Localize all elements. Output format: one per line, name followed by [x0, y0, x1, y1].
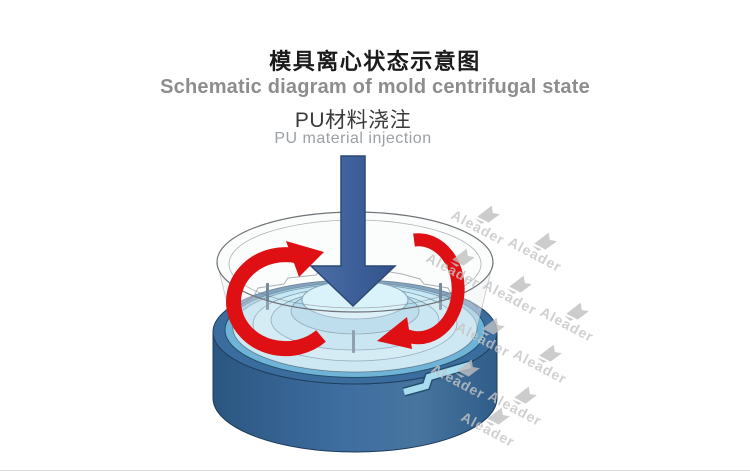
rotation-arrow-left-icon: [226, 241, 326, 357]
aleader-logo-icon: [449, 248, 475, 267]
injection-label-en: PU material injection: [274, 130, 432, 147]
aleader-logo-icon: [563, 302, 589, 321]
svg-text:Aleader: Aleader: [506, 234, 565, 276]
watermark: Aleader: [506, 232, 565, 276]
rotation-arrow-right-icon: [377, 233, 465, 349]
aleader-logo-icon: [511, 386, 537, 405]
injection-label-zh: PU材料浇注: [294, 109, 412, 132]
bottom-divider: [0, 470, 750, 471]
aleader-logo-icon: [506, 275, 532, 294]
watermark: Aleader: [511, 344, 570, 388]
svg-text:Aleader: Aleader: [481, 277, 540, 319]
aleader-logo-icon: [479, 317, 505, 336]
page-title: 模具离心状态示意图: [269, 49, 481, 74]
injection-arrow-icon: [309, 155, 397, 308]
svg-text:Aleader: Aleader: [538, 304, 597, 346]
aleader-logo-icon: [536, 344, 562, 363]
svg-text:Aleader: Aleader: [511, 346, 570, 388]
watermark: Aleader: [538, 302, 597, 346]
runner-channel: [403, 361, 471, 396]
page-subtitle: Schematic diagram of mold centrifugal st…: [160, 76, 590, 98]
aleader-logo-icon: [531, 232, 557, 251]
aleader-logo-icon: [474, 205, 500, 224]
aleader-logo-icon: [484, 407, 510, 426]
aleader-logo-icon: [454, 359, 480, 378]
